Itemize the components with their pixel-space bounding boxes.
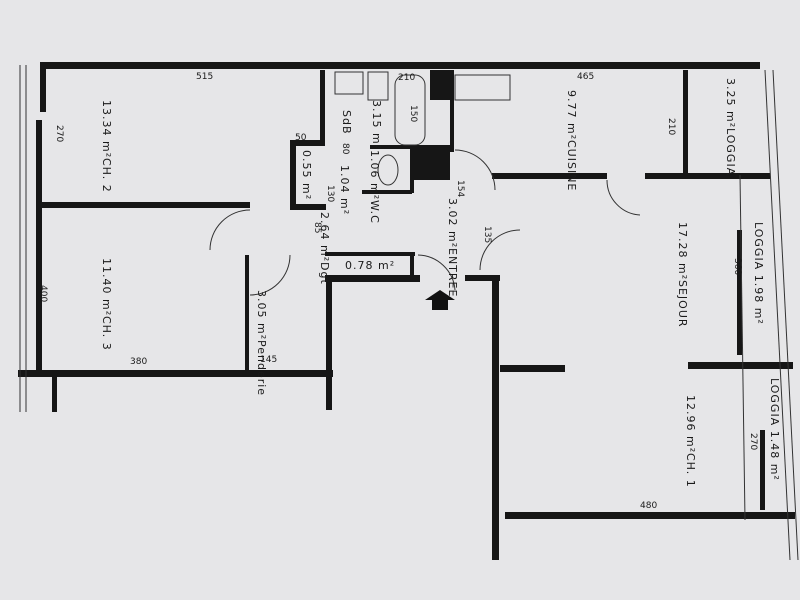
room-area: 3.05 m² (255, 290, 268, 341)
room-sdb-name: SdB (340, 110, 353, 135)
room-name: LOGGIA (752, 222, 765, 271)
room-name: Penderie (255, 340, 268, 397)
room-loggia-3: LOGGIA 1.48 m² (768, 378, 781, 481)
room-area: 17.28 m² (676, 222, 689, 281)
room-loggia-2: LOGGIA 1.98 m² (752, 222, 765, 325)
room-name: CUISINE (565, 140, 578, 192)
dim: 150 (408, 105, 418, 123)
room-area: 1.06 m² (368, 150, 381, 201)
dim: 210 (666, 118, 676, 136)
room-area: 9.77 m² (565, 90, 578, 141)
dim: 80 (340, 143, 350, 155)
room-area: 1.98 m² (752, 274, 765, 325)
dim: 154 (455, 180, 465, 198)
room-placard-area: 0.55 m² (300, 150, 313, 201)
room-name: CH. 1 (684, 453, 697, 488)
dim: 210 (398, 73, 416, 83)
dim: 270 (54, 125, 64, 143)
dim: 360 (732, 258, 742, 276)
room-area: 2.64 m² (318, 212, 331, 263)
dim: 145 (260, 355, 278, 365)
room-name: Dgt (318, 262, 331, 285)
room-area: 11.40 m² (100, 258, 113, 317)
dim: 515 (196, 72, 214, 82)
room-name: CH. 2 (100, 158, 113, 193)
dim: 135 (482, 226, 492, 244)
room-area: 1.48 m² (768, 430, 781, 481)
dim: 85 (312, 222, 322, 234)
room-area: 12.96 m² (684, 395, 697, 454)
room-sdb-area: 3.15 m² (370, 100, 383, 151)
room-area: 3.25 m² (724, 78, 737, 129)
room-area: 3.02 m² (446, 198, 459, 249)
room-name: W.C (368, 200, 381, 224)
dim: 50 (295, 133, 307, 143)
room-name: LOGGIA (724, 128, 737, 177)
room-name: LOGGIA (768, 378, 781, 427)
room-area: 13.34 m² (100, 100, 113, 159)
dim: 480 (640, 501, 658, 511)
dim: 270 (748, 433, 758, 451)
dim: 465 (577, 72, 595, 82)
dim: 130 (325, 185, 335, 203)
room-closet-area: 0.78 m² (345, 259, 396, 272)
room-name: CH. 3 (100, 316, 113, 351)
room-name: SEJOUR (676, 280, 689, 328)
room-small-area: 1.04 m² (338, 165, 351, 216)
room-name: ENTREE (446, 248, 459, 298)
dim: 400 (38, 285, 48, 303)
dim: 380 (130, 357, 148, 367)
